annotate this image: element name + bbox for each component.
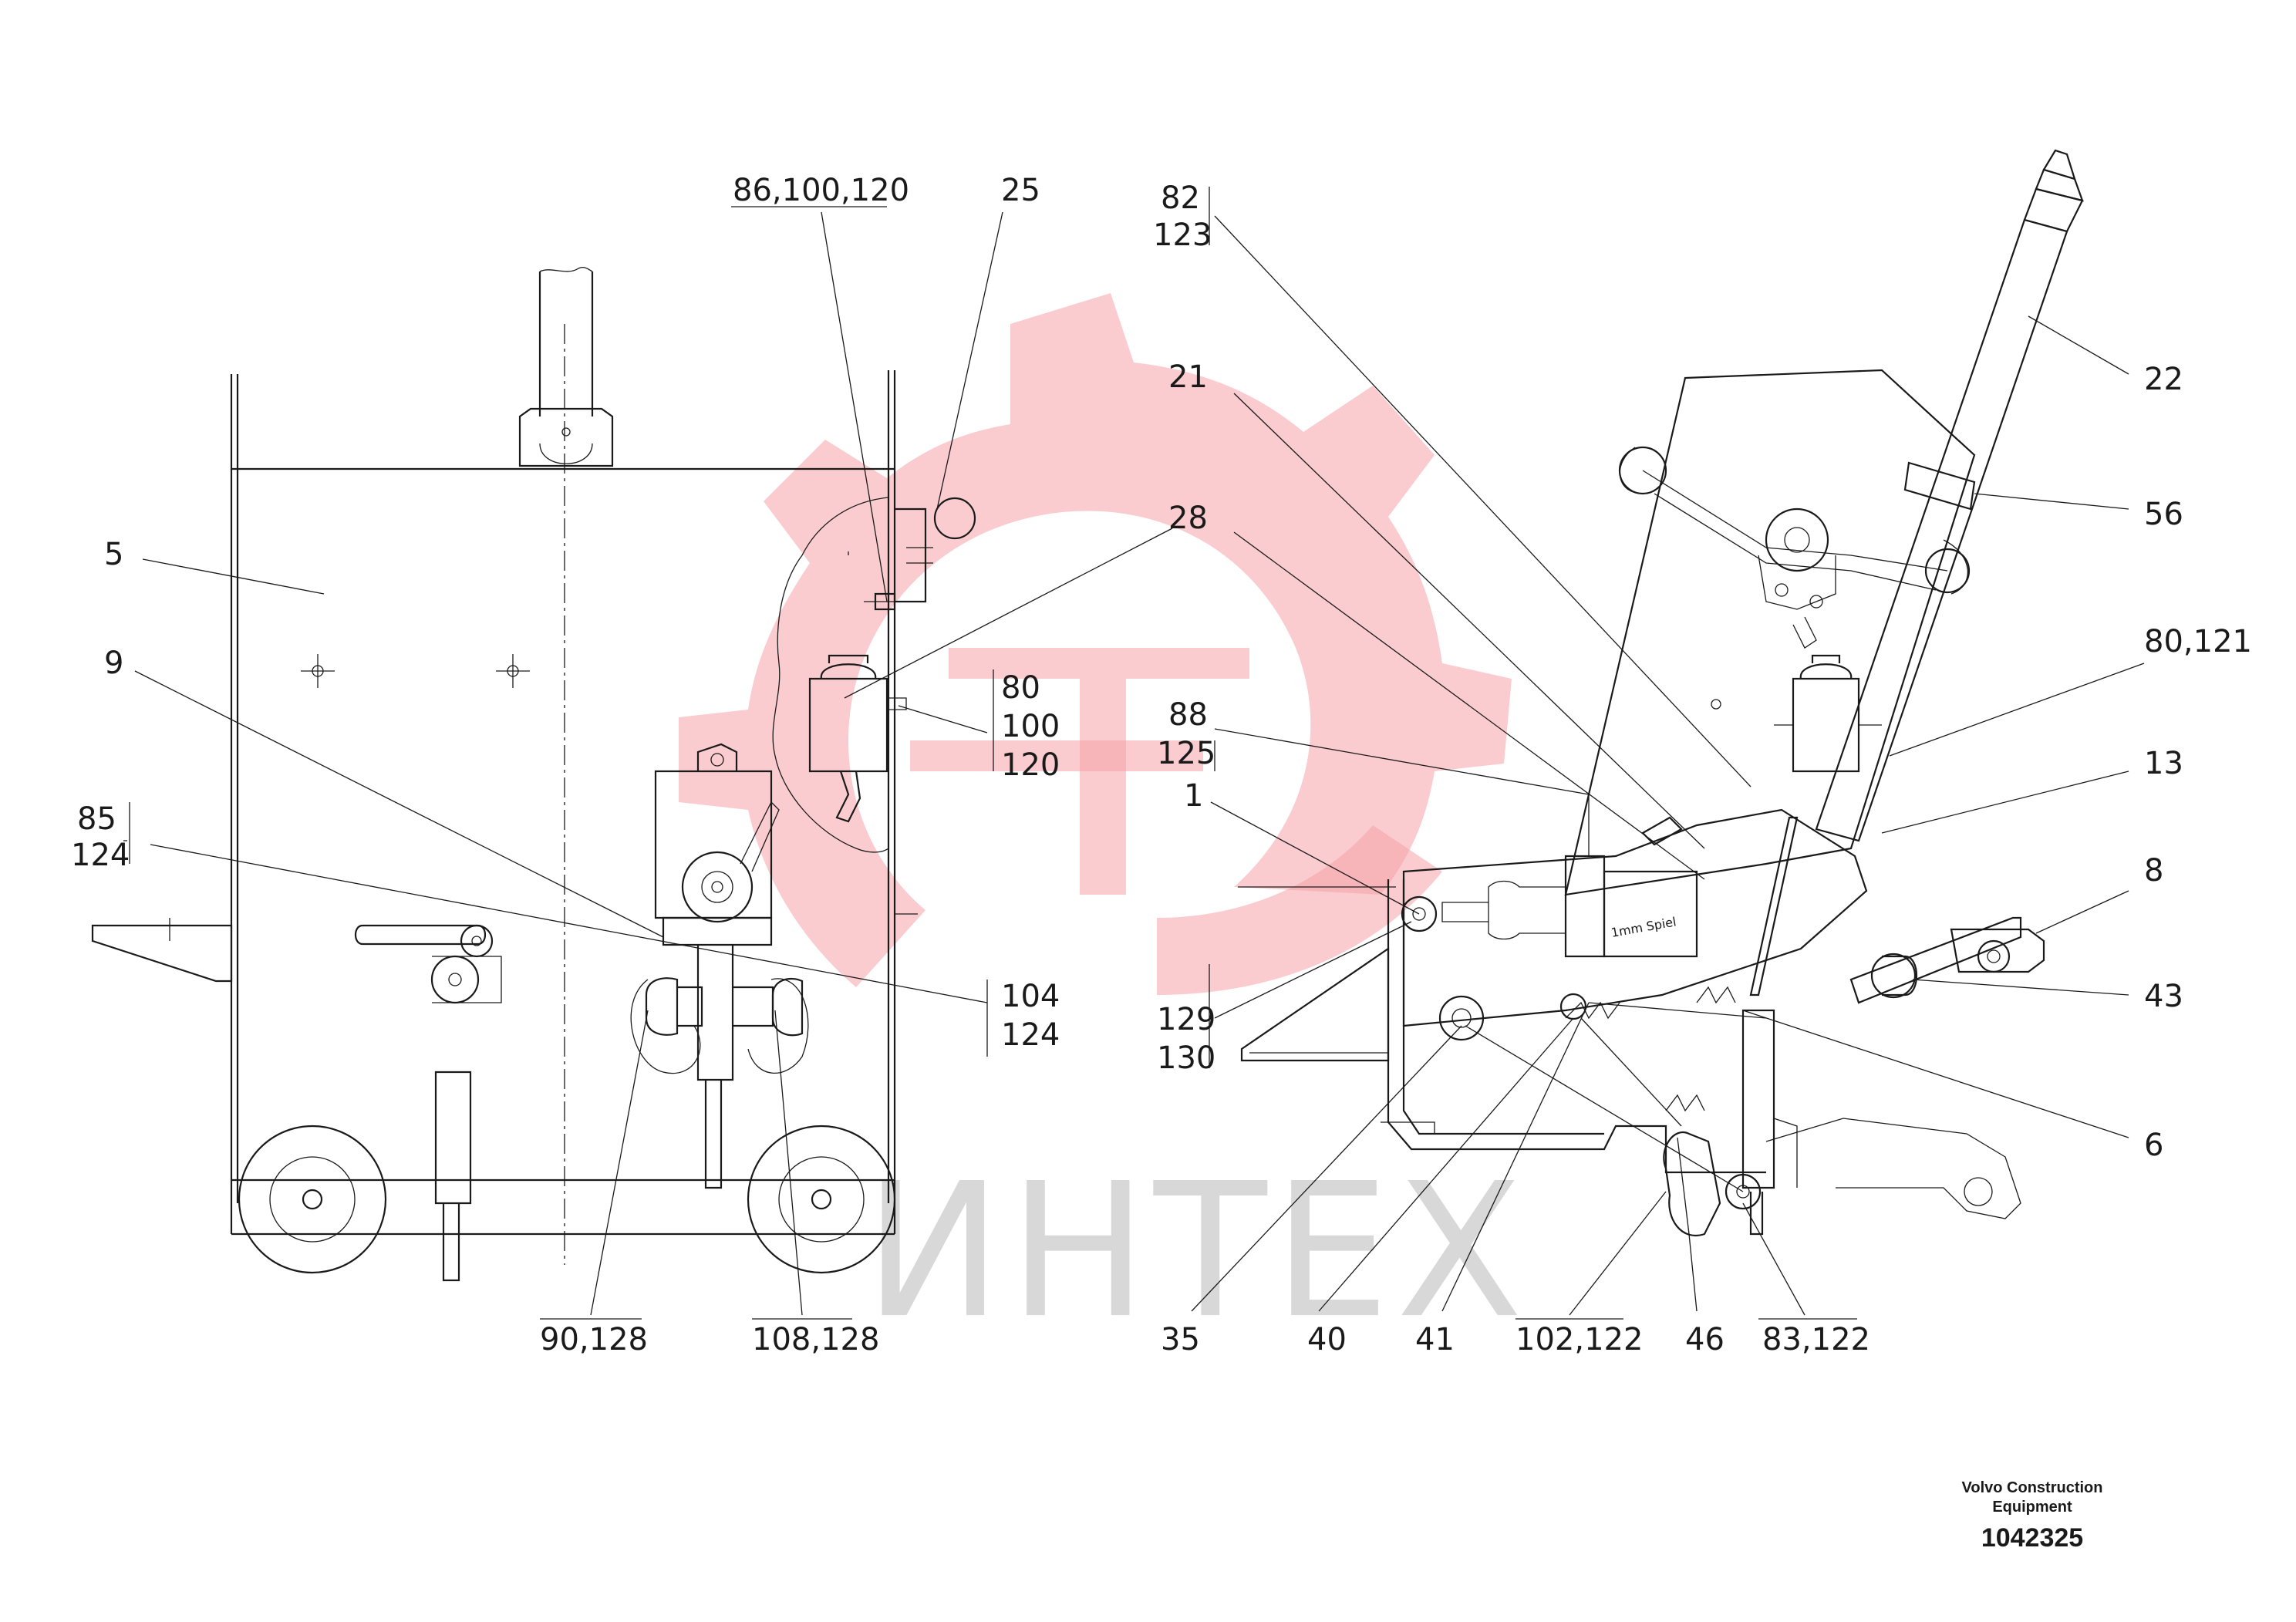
callout-90-128: 90,128	[540, 1322, 648, 1357]
callout-25: 25	[1001, 173, 1040, 208]
callout-5: 5	[104, 537, 123, 572]
callout-123: 123	[1153, 218, 1212, 253]
front-view	[91, 267, 976, 1282]
callout-46: 46	[1685, 1322, 1725, 1357]
callout-85: 85	[77, 801, 116, 837]
drawing-number: 1042325	[1981, 1523, 2083, 1553]
callout-6: 6	[2144, 1128, 2163, 1163]
callout-1: 1	[1184, 778, 1203, 814]
callout-56: 56	[2144, 497, 2183, 532]
callout-104: 104	[1001, 979, 1060, 1014]
callout-120: 120	[1001, 747, 1060, 783]
callout-100: 100	[1001, 709, 1060, 744]
callout-43: 43	[2144, 979, 2183, 1014]
callout-124-right: 124	[1001, 1017, 1060, 1053]
company-name: Volvo Construction	[1962, 1479, 2103, 1496]
title-block: Volvo Construction Equipment 1042325	[1962, 1479, 2103, 1553]
spiel-note: 1mm Spiel	[1610, 914, 1677, 940]
callout-80-121: 80,121	[2144, 624, 2252, 659]
callout-8: 8	[2144, 853, 2163, 889]
callout-80: 80	[1001, 670, 1040, 706]
callout-124-left: 124	[71, 838, 130, 873]
callout-28: 28	[1168, 501, 1208, 536]
callouts: 86,100,120 25 5 9 85 124 80 100 120 104 …	[71, 173, 2252, 1357]
callout-9: 9	[104, 646, 123, 681]
callout-40: 40	[1307, 1322, 1347, 1357]
callout-41: 41	[1415, 1322, 1455, 1357]
callout-108-128: 108,128	[752, 1322, 879, 1357]
callout-88: 88	[1168, 697, 1208, 733]
callout-125: 125	[1157, 736, 1215, 771]
callout-82: 82	[1161, 180, 1200, 216]
watermark-logo	[679, 293, 1512, 995]
callout-35: 35	[1161, 1322, 1200, 1357]
watermark-text: ИНТЕХ	[864, 1143, 1529, 1359]
callout-102-122: 102,122	[1515, 1322, 1643, 1357]
callout-86-100-120: 86,100,120	[733, 173, 909, 208]
callout-22: 22	[2144, 362, 2183, 397]
company-subtitle: Equipment	[1992, 1499, 2072, 1516]
callout-13: 13	[2144, 746, 2183, 781]
leader-lines	[123, 187, 2145, 1320]
callout-130: 130	[1157, 1040, 1215, 1076]
callout-129: 129	[1157, 1002, 1215, 1037]
callout-21: 21	[1168, 359, 1208, 395]
callout-83-122: 83,122	[1762, 1322, 1870, 1357]
